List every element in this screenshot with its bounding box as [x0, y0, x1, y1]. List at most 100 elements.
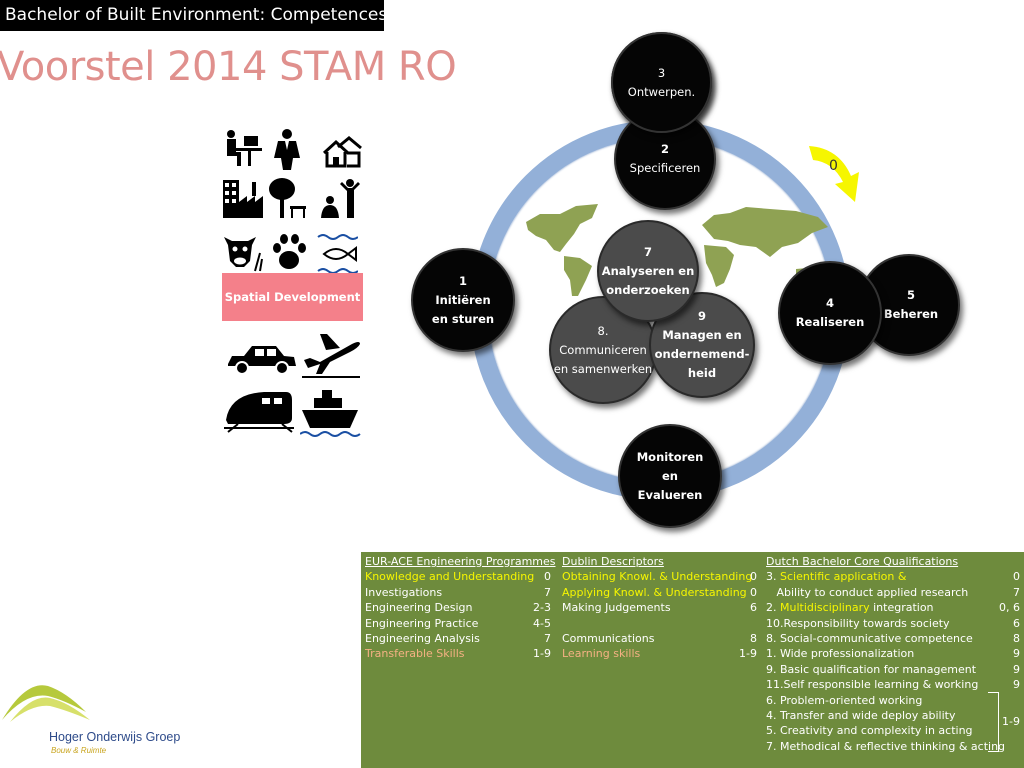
node-2-number: 2 — [660, 142, 669, 156]
dutch-row: 5. Creativity and complexity in acting — [766, 723, 1022, 738]
node-5-number: 5 — [906, 288, 915, 302]
dutch-row-prefix: 10.Responsibility towards society — [766, 616, 950, 630]
eur-row: Engineering Design 2-3 — [365, 600, 551, 615]
spatial-development-band: Spatial Development — [222, 273, 363, 321]
eur-row: Investigations 7 — [365, 585, 551, 600]
boat-icon — [300, 390, 361, 437]
dutch-row-prefix: Ability to conduct applied research — [766, 585, 969, 599]
node-9-line2: ondernemend- — [654, 347, 750, 361]
dutch-row-prefix: 4. Transfer and wide deploy ability — [766, 708, 956, 722]
dublin-column: Dublin Descriptors Obtaining Knowl. & Un… — [562, 554, 757, 662]
eur-row-label: Investigations — [365, 585, 443, 599]
bracket-value: 1-9 — [1002, 715, 1020, 728]
family-icon — [321, 179, 360, 218]
person-in-suit-icon — [274, 129, 300, 170]
dutch-row-prefix: 9. Basic qualification for management — [766, 662, 977, 676]
node-2-label: Specificeren — [629, 161, 701, 175]
node-4-number: 4 — [825, 296, 834, 310]
dutch-row-prefix: 5. Creativity and complexity in acting — [766, 724, 973, 738]
node-4-label: Realiseren — [795, 315, 865, 329]
dutch-row: 6. Problem-oriented working — [766, 693, 1022, 708]
cow-icon — [224, 237, 263, 272]
node-7-number: 7 — [643, 244, 652, 259]
node-7-line2: onderzoeken — [606, 282, 690, 297]
dublin-row-value: 1-9 — [739, 647, 757, 661]
cycle-arrow-label: 0 — [829, 158, 838, 174]
dutch-header: Dutch Bachelor Core Qualifications — [766, 555, 959, 568]
node-4-realiseren: 4 Realiseren — [778, 261, 882, 365]
qualifications-panel: EUR-ACE Engineering Programmes Knowledge… — [361, 552, 1024, 768]
node-3-front-number: 3 — [657, 65, 666, 80]
eur-row-value: 2-3 — [533, 601, 551, 615]
eur-row-value: 1-9 — [533, 647, 551, 661]
node-3-front: 3 Ontwerpen. — [611, 32, 712, 133]
americas-map-icon — [526, 204, 598, 296]
node-1-line2: en sturen — [431, 311, 495, 326]
dutch-column: Dutch Bachelor Core Qualifications 3. Sc… — [766, 554, 1022, 754]
node-6-line1: Monitoren — [636, 449, 704, 464]
node-9-line1: Managen en — [662, 328, 742, 342]
node-1-line1: Initiëren — [435, 292, 491, 307]
fish-and-water-icon — [317, 234, 358, 273]
eur-row: Engineering Analysis 7 — [365, 631, 551, 646]
factory-icon — [223, 180, 263, 218]
dutch-row-prefix: 1. Wide professionalization — [766, 647, 915, 661]
dutch-row-value: 6 — [1013, 616, 1020, 630]
dublin-row-label: Making Judgements — [562, 601, 671, 615]
dublin-header: Dublin Descriptors — [562, 555, 664, 568]
dutch-row-value: 8 — [1013, 631, 1020, 645]
dutch-row-value: 9 — [1013, 662, 1020, 676]
dublin-row-value: 6 — [750, 601, 757, 615]
node-8-line1: Communiceren — [559, 342, 647, 357]
node-7-line1: Analyseren en — [601, 263, 695, 278]
node-6-line3: Evalueren — [637, 487, 703, 502]
dutch-row-prefix: 2. — [766, 601, 780, 615]
header-band: Bachelor of Built Environment: Competenc… — [0, 0, 387, 31]
eur-row-value: 7 — [544, 585, 551, 599]
node-9-line3: heid — [687, 366, 717, 380]
dutch-row: 8. Social-communicative competence 8 — [766, 631, 1022, 646]
dutch-row: Ability to conduct applied research 7 — [766, 585, 1022, 600]
dublin-row-value: 0 — [750, 570, 757, 584]
eur-row-label: Knowledge and Understanding — [365, 570, 535, 584]
eur-row-label: Engineering Analysis — [365, 631, 480, 645]
dutch-row-value: 9 — [1013, 678, 1020, 692]
dublin-row-label: Learning skills — [562, 647, 641, 661]
cycle-arrow-icon — [809, 146, 859, 202]
paw-print-icon — [273, 234, 306, 269]
spatial-development-label: Spatial Development — [224, 290, 361, 304]
dublin-row: Making Judgements 6 — [562, 600, 757, 615]
dutch-row: 10.Responsibility towards society 6 — [766, 616, 1022, 631]
node-8-line2: en samenwerken — [553, 361, 653, 376]
logo-name: Hoger Onderwijs Groep — [49, 730, 181, 744]
logo — [0, 676, 176, 768]
dublin-row-label: Obtaining Knowl. & Understanding — [562, 570, 753, 584]
eur-row-label: Engineering Design — [365, 601, 473, 615]
node-5-label: Beheren — [883, 307, 939, 321]
eur-ace-column: EUR-ACE Engineering Programmes Knowledge… — [365, 554, 556, 662]
node-9-number: 9 — [697, 309, 706, 323]
logo-swoosh-icon — [2, 685, 90, 722]
trees-and-bench-icon — [269, 178, 306, 218]
dutch-row-prefix: 7. Methodical & reflective thinking & ac… — [766, 739, 1006, 753]
person-at-computer-icon — [227, 130, 262, 166]
dutch-row-value: 7 — [1013, 585, 1020, 599]
eur-ace-header: EUR-ACE Engineering Programmes — [365, 555, 556, 568]
dutch-row-prefix: 3. — [766, 570, 780, 584]
dutch-row-value: 9 — [1013, 647, 1020, 661]
eur-row-label: Engineering Practice — [365, 616, 479, 630]
dutch-rows: 3. Scientific application &0 Ability to … — [766, 569, 1022, 754]
airplane-icon — [302, 334, 360, 378]
dutch-row-prefix: 8. Social-communicative competence — [766, 631, 973, 645]
dublin-row: Learning skills 1-9 — [562, 646, 757, 661]
node-7-analyseren: 7 Analyseren en onderzoeken — [597, 220, 699, 322]
eur-row-value: 7 — [544, 631, 551, 645]
dublin-row-label: Communications — [562, 631, 655, 645]
